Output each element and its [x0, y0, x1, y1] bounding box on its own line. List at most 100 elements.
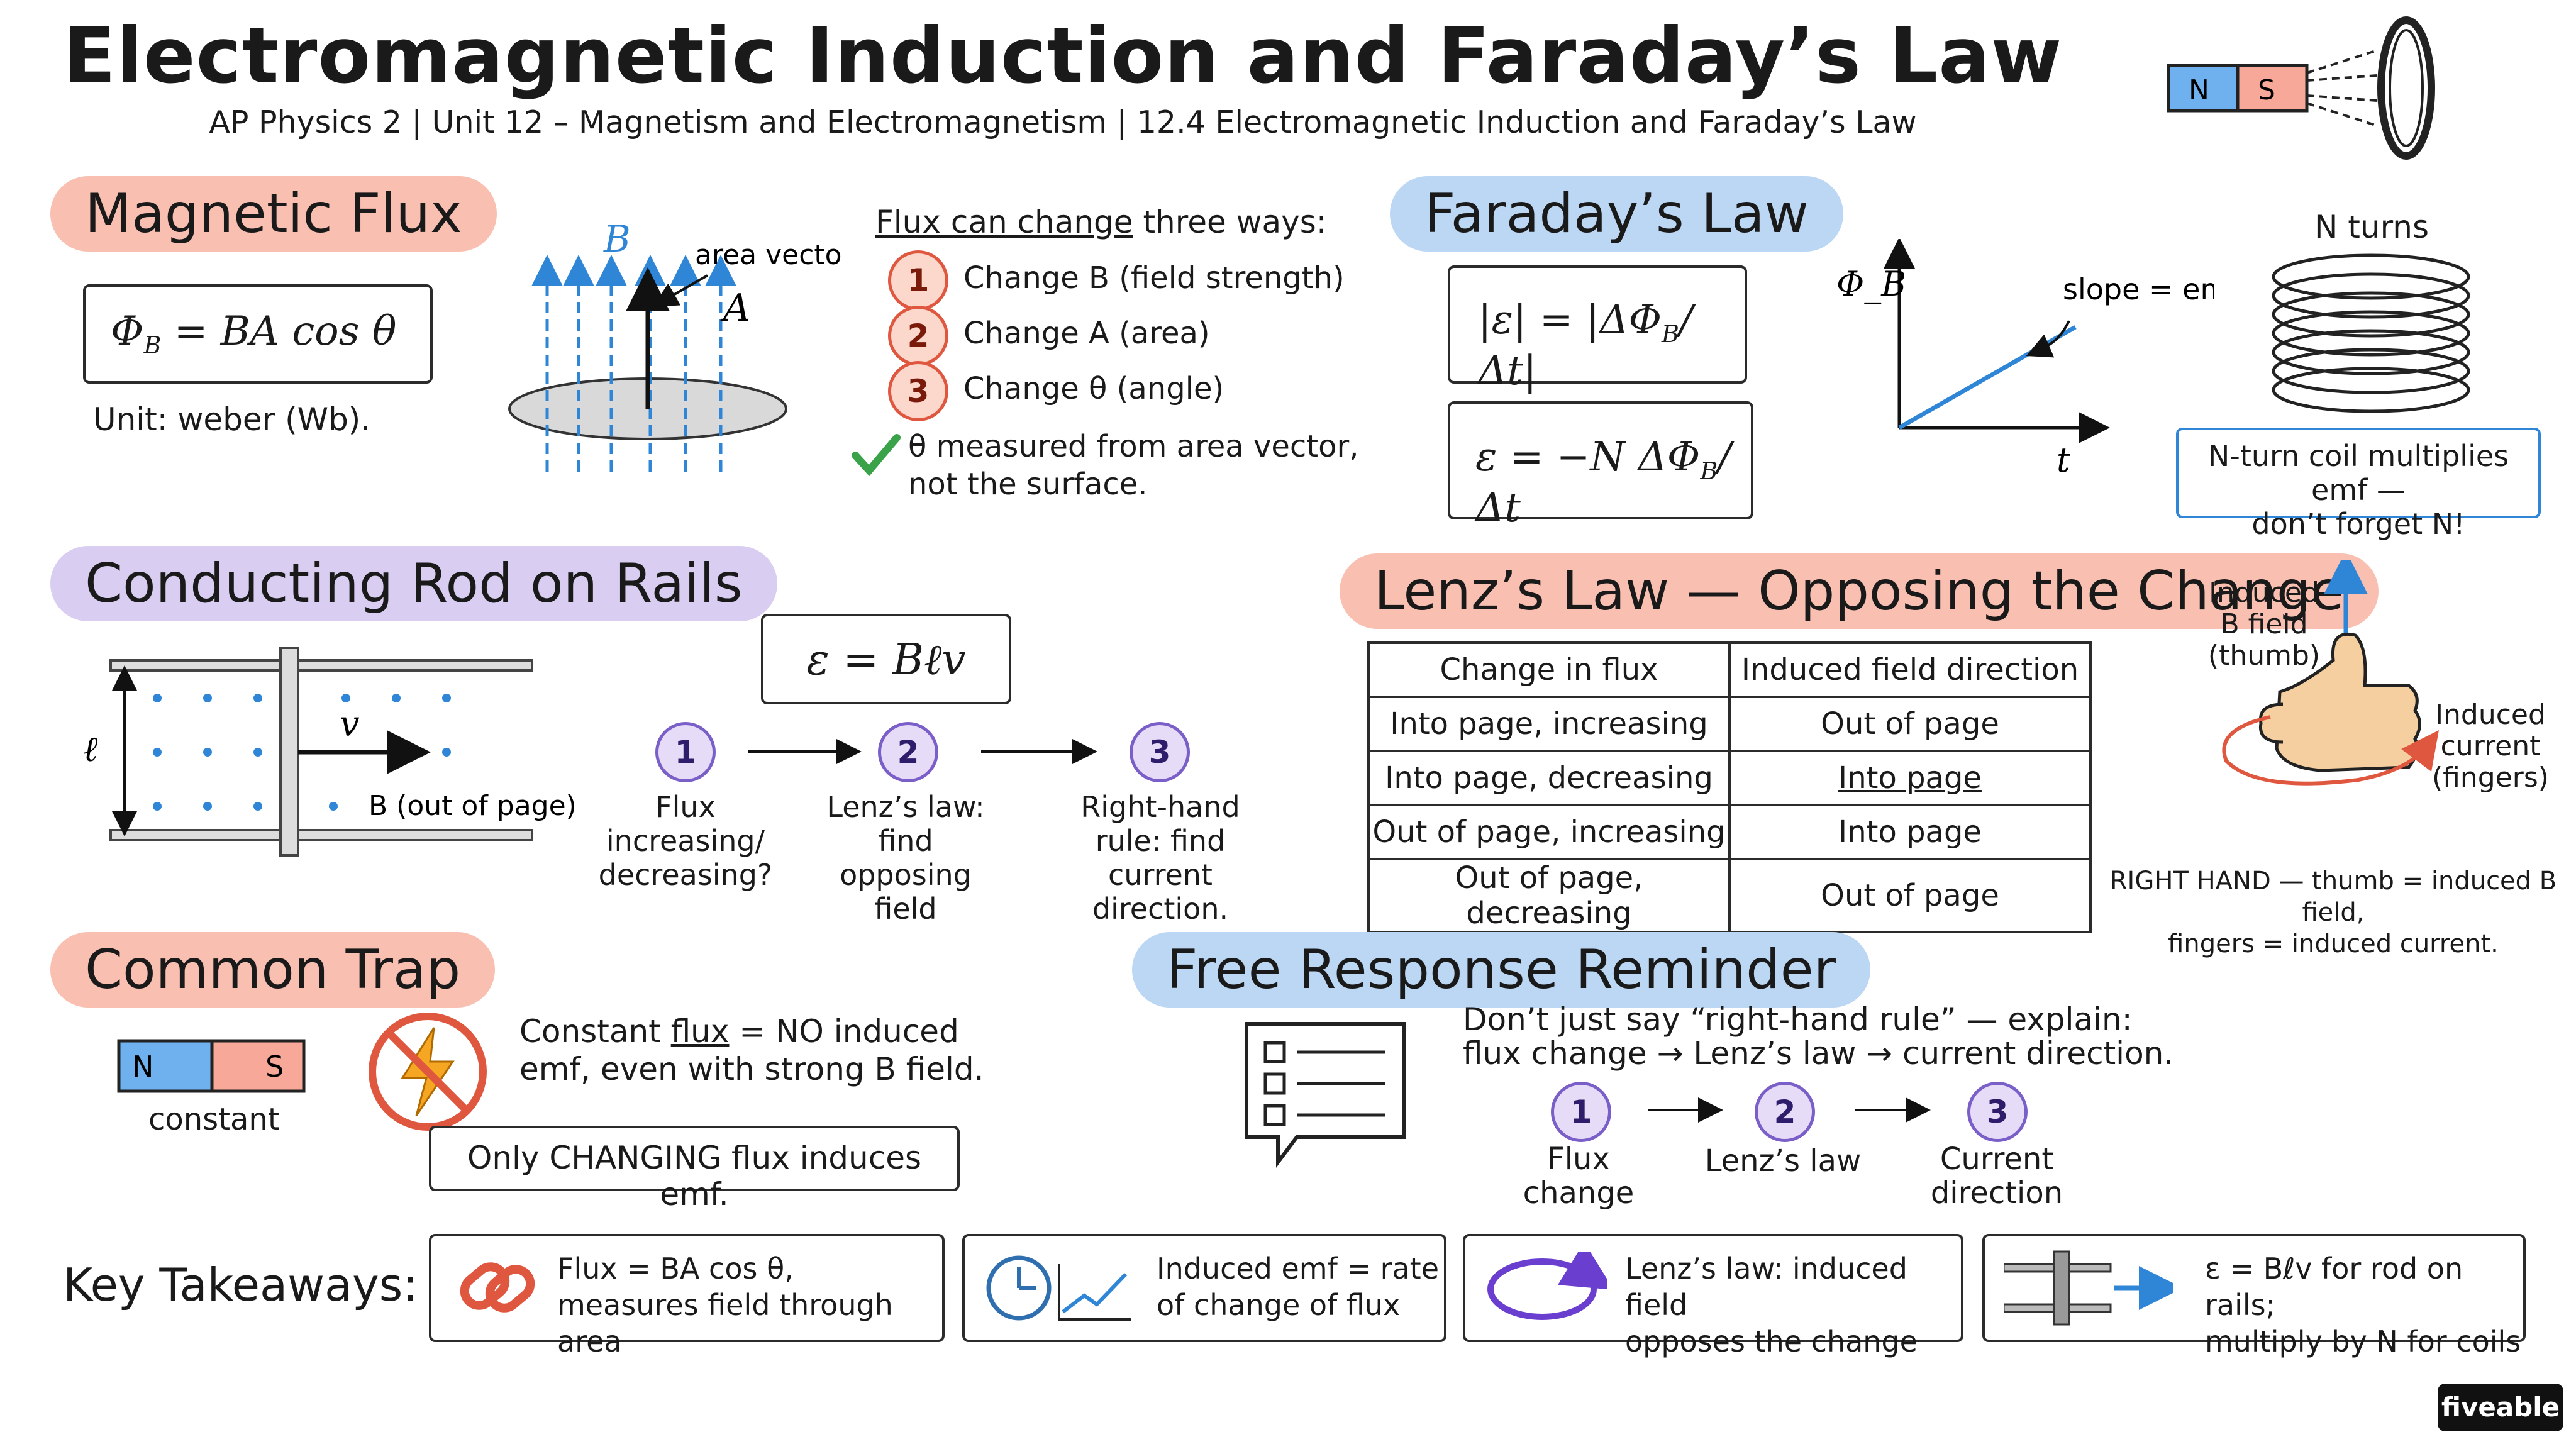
- b-field-label: B: [603, 218, 631, 260]
- frq-step-1-text: Flux change: [1523, 1141, 1635, 1211]
- frq-step-1-badge: 1: [1551, 1082, 1611, 1142]
- constant-label: constant: [148, 1102, 280, 1137]
- lenz-col-2: Induced field direction: [1728, 641, 2092, 698]
- area-vector-label: area vector: [695, 239, 843, 271]
- lenz-cell: Into page, increasing: [1367, 696, 1731, 752]
- constant-magnet-icon: N S: [117, 1039, 306, 1093]
- lenz-cell: Out of page: [1728, 858, 2092, 933]
- rod-rails-icon: [2004, 1250, 2174, 1326]
- clock-graph-icon: [986, 1255, 1131, 1321]
- takeaway-card-1: Flux = BA cos θ,measures field through a…: [429, 1234, 945, 1358]
- flux-formula: ΦB = BA cos θ: [111, 308, 397, 359]
- check-icon: [852, 434, 901, 477]
- checklist-icon: [1245, 1022, 1406, 1168]
- flux-ways-title: Flux can change three ways:: [875, 204, 1327, 240]
- coil-turns-label: N turns: [2314, 209, 2429, 245]
- page-subtitle: AP Physics 2 | Unit 12 – Magnetism and E…: [209, 104, 1917, 140]
- coil-note-box: N-turn coil multiplies emf —don’t forget…: [2176, 428, 2541, 541]
- way-3-badge: 3: [888, 361, 948, 421]
- frq-step-3-badge: 3: [1967, 1082, 2028, 1142]
- rod-step-2-text: Lenz’s law: find opposing field: [826, 790, 985, 926]
- rod-rails-diagram: ℓ v B (out of page): [83, 647, 577, 857]
- takeaway-card-4: ε = Bℓv for rod on rails;multiply by N f…: [1982, 1234, 2526, 1358]
- lenz-heading: Lenz’s Law — Opposing the Change: [1340, 553, 2379, 629]
- rod-step-2-badge: 2: [878, 722, 938, 782]
- right-hand-rule-text: RIGHT HAND — thumb = induced B field,fin…: [2109, 867, 2557, 958]
- frq-text: Don’t just say “right-hand rule” — expla…: [1463, 1001, 2174, 1072]
- rod-formula-box: ε = Bℓv: [761, 614, 1011, 704]
- magnet-n-label: N: [2189, 74, 2209, 106]
- page-title: Electromagnetic Induction and Faraday’s …: [63, 11, 2063, 101]
- fingers-label: Induced current (fingers): [2432, 699, 2549, 794]
- graph-y-label: Φ_B: [1836, 264, 1906, 304]
- lenz-cell: Into page: [1728, 804, 2092, 860]
- rod-step-arrows: [748, 739, 1097, 764]
- frq-step-2-badge: 2: [1755, 1082, 1815, 1142]
- frq-step-3-text: Current direction: [1930, 1141, 2063, 1211]
- faraday-formula-2-box: ε = −N ΔΦB/Δt: [1448, 401, 1753, 531]
- rod-step-1-text: Flux increasing/ decreasing?: [598, 790, 773, 892]
- a-vector-label: A: [720, 286, 750, 330]
- length-label: ℓ: [83, 729, 98, 770]
- frq-step-arrows: [1648, 1097, 1931, 1123]
- velocity-label: v: [340, 704, 360, 745]
- coil-note: N-turn coil multiplies emf —don’t forget…: [2207, 439, 2509, 541]
- b-out-of-page-label: B (out of page): [369, 790, 577, 822]
- way-2-badge: 2: [888, 306, 948, 366]
- faraday-heading: Faraday’s Law: [1390, 176, 1843, 252]
- magnet-loop-icon: N S: [2167, 16, 2435, 160]
- trap-magnet-n: N: [132, 1050, 153, 1084]
- rod-step-3-text: Right-hand rule: find current direction.: [1080, 790, 1240, 926]
- flux-angle-note: θ measured from area vector,not the surf…: [908, 429, 1359, 502]
- rod-heading: Conducting Rod on Rails: [50, 546, 777, 621]
- right-hand-icon: [2222, 560, 2440, 786]
- lenz-col-1: Change in flux: [1367, 641, 1731, 698]
- no-emf-icon: [369, 1013, 487, 1131]
- lenz-cell: Into page, decreasing: [1367, 750, 1731, 806]
- faraday-formula-2: ε = −N ΔΦB/Δt: [1475, 434, 1731, 531]
- thumb-label: Induced B field (thumb): [2207, 577, 2321, 672]
- graph-x-label: t: [2057, 440, 2070, 480]
- slope-label: slope = emf: [2063, 272, 2214, 306]
- common-trap-heading: Common Trap: [50, 932, 496, 1008]
- trap-box: Only CHANGING flux induces emf.: [429, 1126, 960, 1213]
- magnet-s-label: S: [2258, 74, 2275, 106]
- flux-formula-box: ΦB = BA cos θ: [83, 284, 433, 384]
- rod-step-1-badge: 1: [655, 722, 716, 782]
- magnetic-flux-heading: Magnetic Flux: [50, 176, 497, 252]
- lenz-cell: Out of page, increasing: [1367, 804, 1731, 860]
- rod-formula: ε = Bℓv: [806, 635, 966, 685]
- rod-step-3-badge: 3: [1130, 722, 1190, 782]
- lenz-cell: Out of page, decreasing: [1367, 858, 1731, 933]
- lenz-cell: Out of page: [1728, 696, 2092, 752]
- trap-magnet-s: S: [265, 1050, 284, 1084]
- frq-heading: Free Response Reminder: [1132, 932, 1871, 1008]
- key-takeaways-label: Key Takeaways:: [63, 1258, 418, 1311]
- faraday-formula-1: |ε| = |ΔΦB/Δt|: [1478, 297, 1693, 394]
- flux-unit: Unit: weber (Wb).: [93, 401, 371, 438]
- flux-vs-time-graph: Φ_B slope = emf t: [1836, 239, 2214, 480]
- takeaway-4-text: ε = Bℓv for rod on rails;multiply by N f…: [2205, 1252, 2521, 1358]
- flux-field-diagram: B area vector A: [508, 218, 843, 472]
- takeaway-1-text: Flux = BA cos θ,measures field through a…: [557, 1252, 893, 1358]
- coil-icon: [2272, 253, 2470, 413]
- fiveable-logo: fiveable: [2438, 1384, 2563, 1431]
- trap-box-text: Only CHANGING flux induces emf.: [467, 1140, 922, 1213]
- way-1-text: Change B (field strength): [963, 260, 1345, 296]
- way-3-text: Change θ (angle): [963, 371, 1224, 406]
- way-1-badge: 1: [888, 250, 948, 311]
- way-2-text: Change A (area): [963, 316, 1210, 351]
- loop-arrow-icon: [1487, 1252, 1607, 1320]
